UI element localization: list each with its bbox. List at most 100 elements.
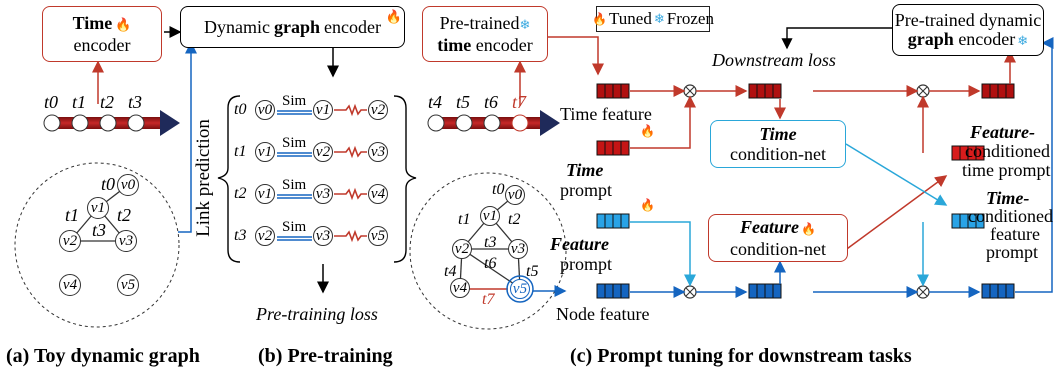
node-v0: v0 <box>117 174 139 196</box>
time-prompt-rest: prompt <box>560 180 612 200</box>
tc-feature-prompt-line3: feature <box>990 224 1040 244</box>
fc-time-prompt-line2: conditioned <box>965 141 1050 161</box>
row-node-a: v2 <box>255 226 275 246</box>
edge-label-c-t3: t3 <box>484 234 497 251</box>
pretrained-time-bold: time <box>437 35 472 55</box>
link-rows <box>277 103 367 243</box>
edge-label-c-t2: t2 <box>508 211 521 228</box>
snowflake-icon: ❄ <box>653 11 665 26</box>
combined-node-bar-cell <box>772 283 782 299</box>
node-v2: v2 <box>59 230 81 252</box>
fire-icon: 🔥 <box>640 124 655 138</box>
toy-graph-boundary <box>14 162 180 328</box>
time-encoder-box: Time🔥 encoder <box>42 6 162 62</box>
caption-b: (b) Pre-training <box>258 345 393 367</box>
time-encoder-rest: encoder <box>73 35 131 55</box>
tc-feature-prompt-bar-cell <box>959 213 969 229</box>
pretraining-loss: Pre-training loss <box>256 304 378 324</box>
row-node-b: v3 <box>313 226 333 246</box>
row-node-a: v0 <box>255 100 275 120</box>
node-feature-bar-cell <box>596 283 606 299</box>
time-prompt-bar-cell <box>612 140 622 156</box>
time-cond-rest: condition-net <box>730 144 826 164</box>
row-time-label: t1 <box>234 143 247 160</box>
time-feature-bar-cell <box>604 83 614 99</box>
graph-encoder-bold: graph <box>274 17 321 37</box>
time-prompt-bar-cell <box>604 140 614 156</box>
node-feature-bar-cell <box>620 283 630 299</box>
legend-box: 🔥 Tuned ❄ Frozen <box>592 6 714 32</box>
tc-feature-prompt-line4: prompt <box>986 242 1038 262</box>
feature-prompt-bar-cell <box>596 213 606 229</box>
caption-a: (a) Toy dynamic graph <box>6 345 200 367</box>
node-v1: v1 <box>87 197 109 219</box>
node-c-v2: v2 <box>452 239 472 259</box>
node-c-v3: v3 <box>508 239 528 259</box>
tc-feature-prompt-bar-cell <box>975 213 985 229</box>
combined-node-bar-cell <box>748 283 758 299</box>
time-label-t7: t7 <box>512 92 527 112</box>
pretrained-graph-bold: graph <box>907 28 954 49</box>
feature-prompt-bold: Feature <box>550 234 610 254</box>
row-node-b: v2 <box>313 142 333 162</box>
legend-frozen: Frozen <box>666 9 714 28</box>
tc-feature-prompt-line2: conditioned <box>968 206 1053 226</box>
combined-node-bar-cell <box>756 283 766 299</box>
feature-prompt-bar-cell <box>612 213 622 229</box>
final-time-bar-cell <box>997 83 1007 99</box>
final-node-bar-cell <box>989 283 999 299</box>
fc-time-prompt-bold: Feature- <box>970 122 1035 142</box>
graph-c-boundary <box>409 172 567 330</box>
time-label-t3: t3 <box>128 92 143 112</box>
row-time-label: t2 <box>234 185 247 202</box>
graph-encoder-pre: Dynamic <box>204 17 270 37</box>
time-label-t4: t4 <box>428 92 443 112</box>
sim-label: Sim <box>282 177 307 193</box>
node-c-v1: v1 <box>480 206 500 226</box>
snowflake-icon: ❄ <box>519 17 531 32</box>
fc-time-prompt-line3: time prompt <box>962 160 1051 180</box>
final-time-bar-cell <box>1005 83 1015 99</box>
final-time-bar-cell <box>981 83 991 99</box>
feature-bars <box>596 83 1015 299</box>
combined-time-bar-cell <box>748 83 758 99</box>
node-c-v4: v4 <box>450 278 470 298</box>
right-brace <box>393 95 417 263</box>
final-time-bar-cell <box>989 83 999 99</box>
row-node-b: v3 <box>313 184 333 204</box>
time-cond-bold: Time <box>759 124 797 144</box>
time-feature-label: Time feature <box>560 104 652 124</box>
edge-label-c-t6: t6 <box>484 255 497 272</box>
otimes-ops <box>683 84 930 299</box>
row-time-label: t3 <box>234 227 247 244</box>
combined-time-bar-cell <box>764 83 774 99</box>
edge-label-t2: t2 <box>117 205 132 225</box>
fire-icon: 🔥 <box>385 9 402 24</box>
node-v3: v3 <box>115 230 137 252</box>
sim-label: Sim <box>282 93 307 109</box>
sim-label: Sim <box>282 219 307 235</box>
node-v5: v5 <box>117 274 139 296</box>
time-label-t5: t5 <box>456 92 471 112</box>
legend-tuned: Tuned <box>609 9 652 28</box>
feature-cond-bold: Feature <box>740 217 800 237</box>
time-encoder-bold: Time <box>72 13 113 33</box>
tc-feature-prompt-bar-cell <box>951 213 961 229</box>
edge-label-c-t7: t7 <box>482 291 495 308</box>
node-feature-bar-cell <box>604 283 614 299</box>
feature-prompt-bar-cell <box>604 213 614 229</box>
row-node-c: v4 <box>368 184 388 204</box>
time-prompt-bold: Time <box>566 160 604 180</box>
fire-icon: 🔥 <box>801 222 816 236</box>
time-feature-bar-cell <box>596 83 606 99</box>
timeline-a <box>43 110 180 136</box>
pretrained-time-line1: Pre-trained <box>439 13 520 33</box>
final-node-bar-cell <box>1005 283 1015 299</box>
broken-link <box>334 229 367 243</box>
left-brace <box>217 95 241 263</box>
time-label-t1: t1 <box>72 92 87 112</box>
pretrained-graph-line1: Pre-trained dynamic <box>894 9 1042 30</box>
tc-feature-prompt-bold: Time- <box>986 188 1030 208</box>
edge-label-c-t5: t5 <box>526 263 539 280</box>
node-feature-label: Node feature <box>556 304 650 324</box>
